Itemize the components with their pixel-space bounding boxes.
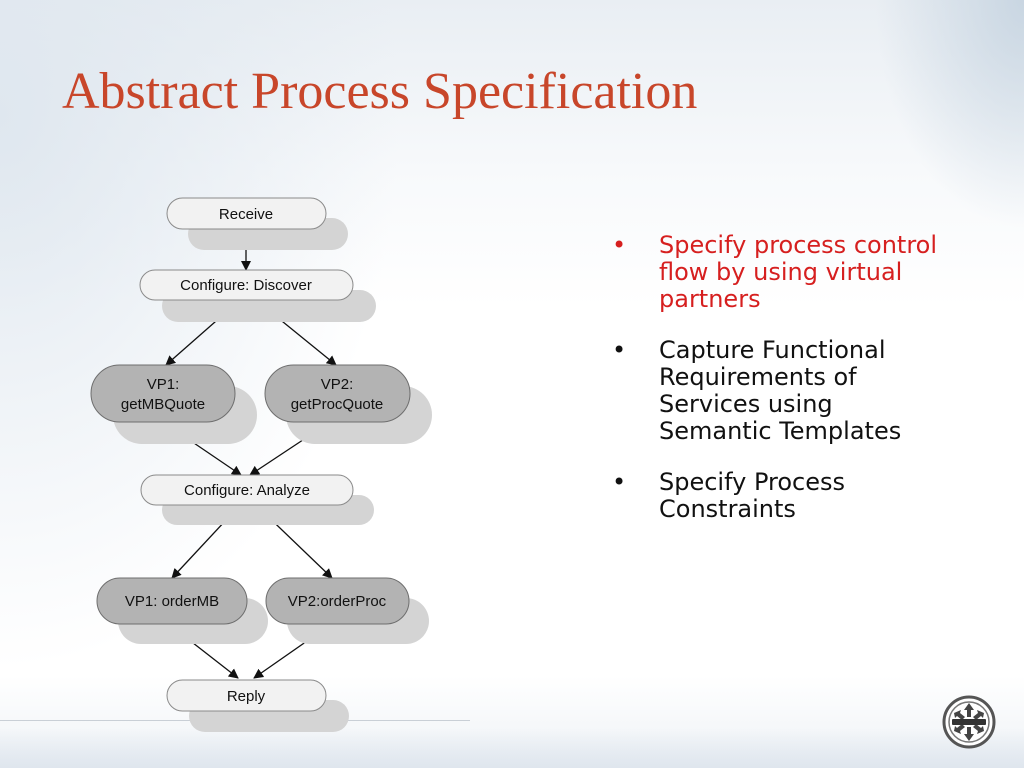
node-receive-label: Receive [219,206,273,223]
node-vp1-getmbquote-label-line1: VP1: [147,376,180,393]
bullet-item-text: Specify Process Constraints [659,468,845,523]
bullet-item-process-constraints: • Specify Process Constraints [612,469,942,523]
node-vp1-getmbquote-label-line2: getMBQuote [121,396,205,413]
process-flow-diagram: Receive Configure: Discover VP1: getMBQu… [90,197,432,732]
bullet-dot: • [612,468,627,496]
node-receive: Receive [166,197,348,250]
bullet-item-text: Capture Functional Requirements of Servi… [659,336,902,445]
node-vp1-getmbquote: VP1: getMBQuote [90,364,257,444]
bullet-list: • Specify process control flow by using … [612,232,942,547]
node-configure-discover: Configure: Discover [139,269,376,322]
node-vp1-ordermb: VP1: orderMB [96,577,268,644]
lsdis-logo-icon [942,695,996,749]
bullet-item-control-flow: • Specify process control flow by using … [612,232,942,313]
bullet-item-text: Specify process control flow by using vi… [659,231,938,313]
node-vp2-getprocquote-label-line2: getProcQuote [291,396,384,413]
node-vp2-orderproc: VP2:orderProc [265,577,429,644]
node-reply-label: Reply [227,688,266,705]
node-configure-discover-label: Configure: Discover [180,277,312,294]
background-bottom-band [0,728,1024,768]
node-vp2-getprocquote: VP2: getProcQuote [264,364,432,444]
node-reply: Reply [166,679,349,732]
bullet-item-functional-requirements: • Capture Functional Requirements of Ser… [612,337,942,445]
node-configure-analyze-label: Configure: Analyze [184,482,310,499]
node-vp2-orderproc-label: VP2:orderProc [288,593,387,610]
node-vp2-getprocquote-label-line1: VP2: [321,376,354,393]
bullet-dot: • [612,336,627,364]
bullet-dot: • [612,231,627,259]
node-configure-analyze: Configure: Analyze [140,474,374,525]
slide-title: Abstract Process Specification [62,63,698,120]
node-vp1-ordermb-label: VP1: orderMB [125,593,219,610]
background-corner-decoration [874,0,1024,230]
